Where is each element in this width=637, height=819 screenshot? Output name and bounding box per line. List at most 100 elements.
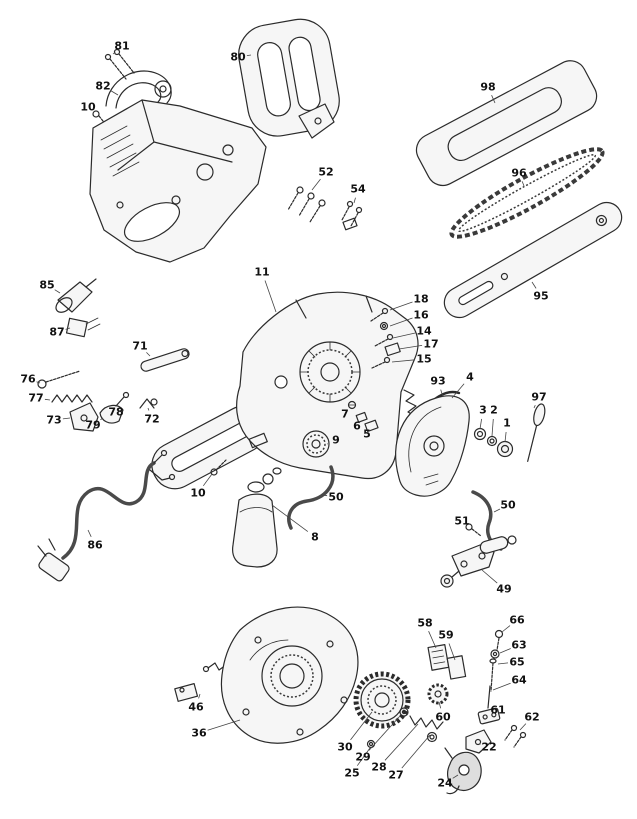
leader-59	[448, 643, 456, 661]
part-29-washer-art	[399, 707, 409, 717]
leader-98	[491, 95, 496, 104]
part-17-block-art	[384, 342, 401, 357]
part-label-52: 52	[318, 166, 333, 179]
leader-25	[356, 747, 371, 766]
part-49-pump-art	[440, 535, 517, 588]
part-label-54: 54	[350, 183, 366, 196]
part-label-81: 81	[114, 40, 129, 53]
part-label-11: 11	[254, 266, 269, 279]
leader-3	[479, 418, 482, 430]
leader-50a	[321, 494, 328, 497]
part-label-10b: 10	[190, 487, 206, 500]
part-label-46: 46	[188, 701, 204, 714]
leader-15	[391, 359, 416, 363]
part-label-22: 22	[481, 741, 496, 754]
part-label-80: 80	[230, 51, 246, 64]
leader-73	[62, 417, 71, 420]
part-label-60: 60	[435, 711, 451, 724]
part-15-screw-art	[371, 356, 391, 369]
leader-77	[44, 398, 51, 401]
part-label-79: 79	[85, 419, 100, 432]
part-label-97: 97	[531, 391, 546, 404]
part-label-61: 61	[490, 704, 505, 717]
part-64-rod-art	[487, 685, 491, 709]
part-label-76: 76	[20, 373, 36, 386]
part-14-screw-art	[374, 333, 394, 347]
leader-36	[207, 719, 241, 731]
part-label-8: 8	[311, 531, 319, 544]
part-28-spring-art	[409, 715, 444, 730]
part-81-screws-art	[104, 48, 135, 80]
part-59-switch-art	[446, 655, 467, 680]
part-label-66: 66	[509, 614, 525, 627]
part-46-bracket-art	[174, 683, 199, 702]
part-86-power-cord-art	[37, 449, 176, 582]
leader-63	[499, 648, 511, 654]
part-36-gear-housing-art	[220, 606, 359, 744]
part-27-washer-art	[426, 731, 438, 743]
part-label-1: 1	[503, 417, 511, 430]
part-72-clip-art	[139, 398, 158, 409]
part-label-96: 96	[511, 167, 527, 180]
part-label-18: 18	[413, 293, 428, 306]
leader-62	[519, 723, 527, 731]
part-3-washer-art	[473, 427, 487, 441]
leader-60	[438, 701, 442, 709]
leader-49	[481, 569, 498, 584]
part-65-screw-art	[489, 658, 497, 692]
part-85-oiler-art	[55, 278, 97, 313]
part-80-front-guard-art	[238, 18, 340, 139]
part-25-washer-art	[366, 739, 376, 749]
leader-14	[392, 332, 416, 339]
leader-97	[533, 405, 536, 409]
leader-82	[110, 90, 119, 96]
leader-72	[147, 407, 150, 411]
part-label-15: 15	[416, 353, 431, 366]
leader-11	[264, 280, 277, 313]
part-5-spacer-art	[364, 419, 379, 433]
part-label-62: 62	[524, 711, 539, 724]
part-95-guide-bar-art	[443, 201, 623, 319]
part-label-59: 59	[438, 629, 453, 642]
leader-4	[451, 383, 465, 399]
part-30-gear-art	[353, 671, 411, 729]
part-52-screws-art	[287, 186, 326, 223]
part-label-95: 95	[533, 290, 548, 303]
leader-85	[54, 289, 61, 294]
leader-10b	[202, 473, 213, 487]
part-87-block-art	[65, 317, 101, 338]
leader-27	[401, 734, 431, 769]
part-label-58: 58	[417, 617, 432, 630]
leader-87	[65, 327, 71, 330]
part-66-screw-art	[494, 629, 504, 651]
part-51-screw-art	[465, 523, 482, 537]
leader-16	[389, 317, 413, 327]
part-label-30: 30	[337, 741, 353, 754]
part-label-93: 93	[430, 375, 445, 388]
leader-71	[146, 352, 151, 357]
part-10b-screw-art	[210, 459, 227, 476]
part-18-screw-art	[370, 307, 389, 322]
leader-80	[246, 54, 252, 56]
leader-8	[271, 504, 309, 532]
part-label-71: 71	[132, 340, 147, 353]
part-78-pin-art	[115, 391, 130, 407]
part-label-24: 24	[437, 777, 453, 790]
part-73-bracket-art	[69, 402, 99, 432]
part-label-17: 17	[423, 338, 438, 351]
leader-76	[36, 381, 41, 384]
part-label-4: 4	[466, 371, 474, 384]
leader-54	[353, 197, 356, 204]
part-label-36: 36	[191, 727, 207, 740]
part-label-98: 98	[480, 81, 495, 94]
part-label-85: 85	[39, 279, 54, 292]
part-label-10a: 10	[80, 101, 96, 114]
leader-66	[501, 625, 511, 633]
part-label-25: 25	[344, 767, 359, 780]
part-7-screw-art	[347, 400, 357, 410]
leader-95	[531, 281, 537, 289]
part-60-pinion-art	[427, 683, 449, 705]
part-82-top-handle-art	[105, 70, 172, 109]
leader-96	[521, 181, 525, 187]
